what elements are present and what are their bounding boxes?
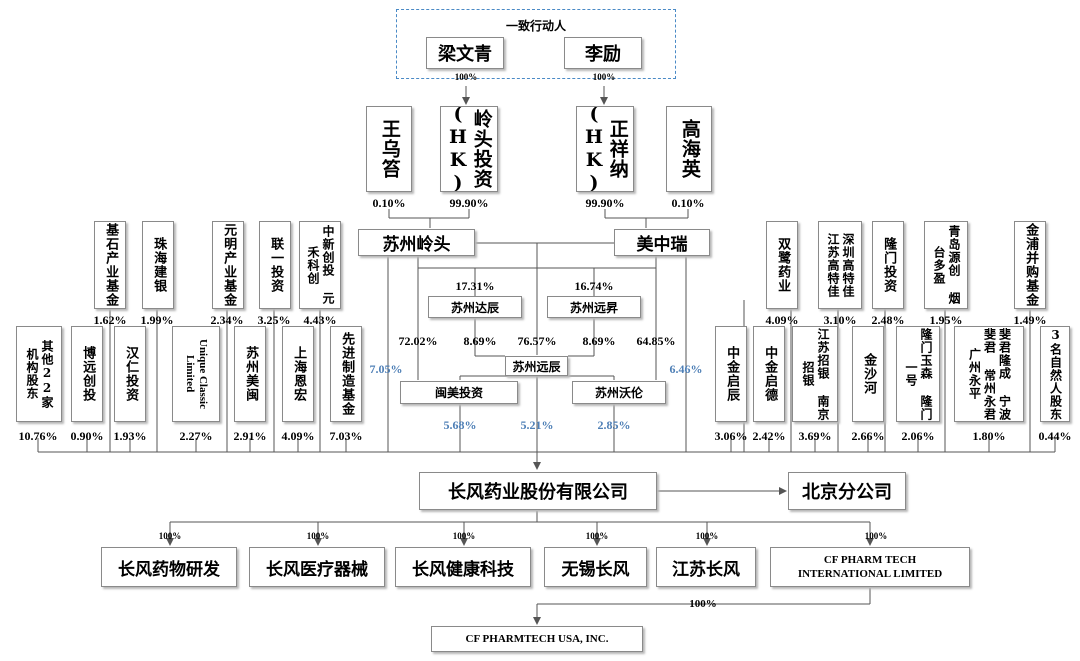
pct-to-yuansheng: 16.74% <box>574 279 614 293</box>
holder-boyuan-venture: 博远创投 <box>71 326 103 422</box>
pct-other-22-institutions: 10.76% <box>18 429 58 443</box>
sub-changfeng-medical-devices: 长风医疗器械 <box>249 547 385 587</box>
pct-yuanchen-direct: 5.21% <box>520 418 554 432</box>
sub-changfeng-drug-rd: 长风药物研发 <box>101 547 237 587</box>
sub-cf-pharmtech-usa: CF PHARMTECH USA, INC. <box>431 626 643 652</box>
pct-hanren-investment: 1.93% <box>113 429 147 443</box>
pct-jishi-fund: 1.62% <box>93 313 127 327</box>
holder-gao-haiying: 高海英 <box>666 106 712 192</box>
pct-jinshahe: 2.66% <box>851 429 885 443</box>
sub-cf-pharm-tech-intl: CF PHARM TECH INTERNATIONAL LIMITED <box>770 547 970 587</box>
platform-suzhou-dachen: 苏州达辰 <box>428 296 522 318</box>
founder-li-li: 李励 <box>564 37 642 69</box>
holder-3-natural-persons: 3名自然人股东 <box>1040 326 1070 422</box>
holder-shuanglu-pharma: 双鹭药业 <box>766 221 798 309</box>
holder-yuanming-fund: 元明产业基金 <box>212 221 244 309</box>
pct-shuanglu-pharma: 4.09% <box>765 313 799 327</box>
pct-unique-classic: 2.27% <box>179 429 213 443</box>
pct-cf-usa: 100% <box>689 598 717 610</box>
holder-zhaoyin: 江苏招银 南京招银 <box>792 326 838 422</box>
pct-to-dachen: 17.31% <box>455 279 495 293</box>
concert-party-label: 一致行动人 <box>505 19 567 33</box>
concert-party-group <box>396 9 676 79</box>
holder-feijun-group: 斐君隆成 宁波斐君 常州永君 广州永平 <box>954 326 1024 422</box>
pct-wolun-direct: 2.85% <box>597 418 631 432</box>
pct-cicc-qichen: 3.06% <box>714 429 748 443</box>
sub-changfeng-health-tech: 长风健康科技 <box>395 547 531 587</box>
pct-gao-haiying: 0.10% <box>671 196 705 210</box>
pct-liang-to-lingtou-hk: 100% <box>454 72 478 82</box>
pct-meizhongrui-direct: 6.46% <box>669 362 703 376</box>
pct-lingtou-direct: 7.05% <box>369 362 403 376</box>
holder-jinshahe: 金沙河 <box>852 326 884 422</box>
pct-zhongxin-yuanhe: 4.43% <box>303 313 337 327</box>
pct-minmei-direct: 5.68% <box>443 418 477 432</box>
pct-sub-jiangsu: 100% <box>695 531 719 541</box>
holder-lianyi-investment: 联一投资 <box>259 221 291 309</box>
holder-advanced-manufacturing-fund: 先进制造基金 <box>330 326 362 422</box>
pct-longmen-investment: 2.48% <box>871 313 905 327</box>
holder-zhongxin-yuanhe: 中新创投 元禾科创 <box>299 221 341 309</box>
sub-jiangsu-changfeng: 江苏长风 <box>656 547 756 587</box>
pct-yuanming-fund: 2.34% <box>210 313 244 327</box>
pct-dachen-to-yuanchen: 8.69% <box>463 334 497 348</box>
holder-zhuhai-jianyin: 珠海建银 <box>142 221 174 309</box>
holder-longmen-yusen: 隆门玉森 隆门一号 <box>896 326 940 422</box>
holder-unique-classic: Unique Classic Limited <box>172 326 220 422</box>
holder-shanghai-enhong: 上海恩宏 <box>282 326 314 422</box>
pct-center-to-yuanchen: 76.57% <box>517 334 557 348</box>
pct-lingtou-to-yuanchen: 72.02% <box>398 334 438 348</box>
holdco-meizhongrui: 美中瑞 <box>614 229 710 256</box>
holder-gaotejia: 深圳高特佳 江苏高特佳 <box>818 221 862 309</box>
pct-shanghai-enhong: 4.09% <box>281 429 315 443</box>
platform-minmei-investment: 闽美投资 <box>400 381 518 404</box>
holder-yuanchuang-duoying: 青岛源创 烟台多盈 <box>924 221 968 309</box>
pct-sub-yiliao: 100% <box>306 531 330 541</box>
company-changfeng-pharma: 长风药业股份有限公司 <box>419 472 657 510</box>
holder-wang-wuda: 王乌笞 <box>366 106 412 192</box>
holder-hanren-investment: 汉仁投资 <box>114 326 146 422</box>
pct-zhengxiangna-hk: 99.90% <box>585 196 625 210</box>
pct-boyuan-venture: 0.90% <box>70 429 104 443</box>
pct-li-to-zhengxiangna: 100% <box>592 72 616 82</box>
branch-beijing: 北京分公司 <box>788 472 906 510</box>
holder-cicc-qide: 中金启德 <box>753 326 785 422</box>
pct-advanced-manufacturing-fund: 7.03% <box>329 429 363 443</box>
pct-longmen-yusen: 2.06% <box>901 429 935 443</box>
holder-longmen-investment: 隆门投资 <box>872 221 904 309</box>
pct-feijun-group: 1.80% <box>972 429 1006 443</box>
pct-meizhongrui-to-yuanchen: 64.85% <box>636 334 676 348</box>
pct-gaotejia: 3.10% <box>823 313 857 327</box>
founder-liang-wenqing: 梁文青 <box>426 37 504 69</box>
holder-lingtou-hk: 岭头投资(HK) <box>440 106 498 192</box>
holder-jishi-fund: 基石产业基金 <box>94 221 126 309</box>
holder-zhengxiangna-hk: 正祥纳(HK) <box>576 106 634 192</box>
holder-suzhou-meimin: 苏州美闽 <box>234 326 266 422</box>
pct-cicc-qide: 2.42% <box>752 429 786 443</box>
pct-jinpu-fund: 1.49% <box>1013 313 1047 327</box>
platform-suzhou-yuanchen: 苏州远辰 <box>505 356 568 376</box>
pct-sub-jiankang: 100% <box>452 531 476 541</box>
pct-sub-wuxi: 100% <box>585 531 609 541</box>
pct-3-natural-persons: 0.44% <box>1038 429 1072 443</box>
pct-wang-wuda: 0.10% <box>372 196 406 210</box>
pct-suzhou-meimin: 2.91% <box>233 429 267 443</box>
pct-lingtou-hk: 99.90% <box>449 196 489 210</box>
pct-sub-yanfa: 100% <box>158 531 182 541</box>
pct-zhuhai-jianyin: 1.99% <box>140 313 174 327</box>
holder-cicc-qichen: 中金启辰 <box>715 326 747 422</box>
platform-suzhou-wolun: 苏州沃伦 <box>572 381 666 404</box>
sub-wuxi-changfeng: 无锡长风 <box>544 547 647 587</box>
platform-suzhou-yuansheng: 苏州远昇 <box>547 296 641 318</box>
holder-other-22-institutions: 其他22家 机构股东 <box>16 326 62 422</box>
pct-lianyi-investment: 3.25% <box>257 313 291 327</box>
holder-jinpu-fund: 金浦并购基金 <box>1014 221 1046 309</box>
pct-sub-cf-intl: 100% <box>864 531 888 541</box>
pct-yuanchuang-duoying: 1.95% <box>929 313 963 327</box>
holdco-suzhou-lingtou: 苏州岭头 <box>358 229 475 256</box>
pct-yuansheng-to-yuanchen: 8.69% <box>582 334 616 348</box>
pct-zhaoyin: 3.69% <box>798 429 832 443</box>
